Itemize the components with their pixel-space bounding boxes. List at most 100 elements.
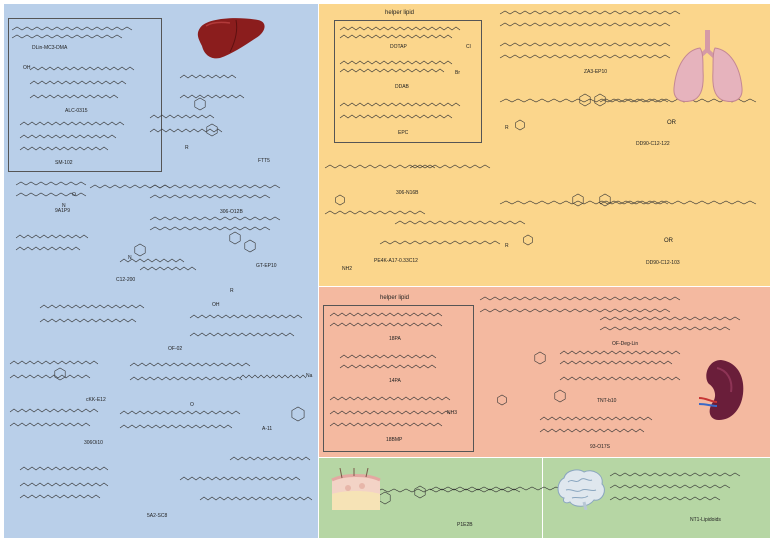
ring-99: [534, 351, 546, 365]
label-18bmp: 18BMP: [386, 437, 403, 443]
alkyl-chain-69: [479, 308, 671, 313]
ring-86: [579, 93, 591, 107]
alkyl-chain-15: [149, 184, 281, 189]
label-14pa: 14PA: [389, 378, 401, 384]
alkyl-chain-58: [379, 240, 501, 245]
alkyl-chain-39: [179, 476, 301, 481]
label-5a2-sc8: 5A2-SC8: [147, 513, 168, 519]
spleen-helper-lipid-box: [323, 305, 474, 452]
alkyl-chain-36: [19, 466, 109, 471]
alkyl-chain-76: [539, 428, 645, 433]
ring-88: [515, 119, 525, 131]
label-306-n16b: 306-N16B: [396, 190, 419, 196]
alkyl-chain-1: [11, 34, 123, 39]
alkyl-chain-80: [609, 484, 731, 489]
alkyl-chain-81: [609, 496, 721, 501]
alkyl-chain-73: [559, 360, 673, 365]
label-tnt-b10: TNT-b10: [597, 398, 617, 404]
alkyl-chain-68: [479, 296, 681, 301]
alkyl-chain-27: [9, 360, 99, 365]
alkyl-chain-78: [429, 486, 563, 491]
label-nt1-lipidoids: NT1-Lipidoids: [690, 517, 721, 523]
alkyl-chain-9: [179, 94, 245, 99]
label-of-deg-lin: OF-Deg-Lin: [612, 341, 639, 347]
brain-icon: [557, 469, 605, 510]
alkyl-chain-50: [499, 42, 671, 47]
atom-n-1: N: [62, 203, 66, 209]
label-pe4k-a17-0-33c12: PE4K-A17-0.33C12: [374, 258, 418, 264]
ring-90: [599, 193, 611, 207]
alkyl-chain-49: [499, 22, 671, 27]
alkyl-chain-3: [29, 80, 127, 85]
alkyl-chain-47: [339, 114, 453, 119]
label-dd90-c12-122: DD90-C12-122: [636, 141, 670, 147]
atom-r-1: R: [185, 145, 189, 151]
alkyl-chain-32: [9, 408, 99, 413]
alkyl-chain-43: [339, 34, 453, 39]
label-alc-0315: ALC-0315: [65, 108, 88, 114]
atom-o-2: O: [190, 402, 194, 408]
alkyl-chain-71: [599, 326, 731, 331]
label-a-11: A-11: [262, 426, 273, 432]
atom-na: Na: [306, 373, 313, 379]
alkyl-chain-63: [339, 354, 437, 359]
ring-98: [54, 367, 66, 381]
alkyl-chain-38: [19, 494, 101, 499]
alkyl-chain-18: [149, 226, 271, 231]
alkyl-chain-30: [129, 376, 243, 381]
alkyl-chain-41: [229, 456, 311, 461]
label-of-02: OF-02: [168, 346, 183, 352]
spleen-icon: [698, 360, 744, 420]
alkyl-chain-62: [329, 322, 443, 327]
alkyl-chain-25: [189, 314, 303, 319]
lung-icon: [673, 30, 743, 102]
atom-nh3: NH3: [447, 410, 458, 416]
alkyl-chain-22: [139, 266, 197, 271]
skin-icon: [331, 468, 381, 510]
spleen-panel: [319, 287, 770, 457]
label-za3-ep10: ZA3-EP10: [584, 69, 608, 75]
alkyl-chain-29: [129, 362, 251, 367]
atom-o-1: O: [72, 192, 76, 198]
atom-n-2: N: [128, 255, 132, 261]
alkyl-chain-54: [324, 164, 436, 169]
label-306oi10: 306Oi10: [84, 440, 103, 446]
ring-92: [291, 406, 305, 422]
label-ftt5: FTT5: [258, 158, 270, 164]
alkyl-chain-13: [15, 192, 87, 197]
label-dlin-mc3-dma: DLin-MC3-DMA: [32, 45, 68, 51]
alkyl-chain-66: [329, 410, 451, 415]
alkyl-chain-23: [39, 304, 145, 309]
label-gt-ep10: GT-EP10: [256, 263, 277, 269]
alkyl-chain-70: [599, 316, 741, 321]
alkyl-chain-61: [329, 312, 443, 317]
ring-93: [414, 485, 426, 499]
alkyl-chain-55: [409, 164, 491, 169]
ring-101: [335, 194, 345, 206]
label-93-o17s: 93-O17S: [590, 444, 611, 450]
atom-cl: Cl: [466, 44, 471, 50]
label-p1e2b: P1E2B: [457, 522, 473, 528]
atom-oh-2: OH: [212, 302, 220, 308]
label-c12-200: C12-200: [116, 277, 136, 283]
alkyl-chain-46: [339, 102, 461, 107]
alkyl-chain-72: [559, 350, 681, 355]
alkyl-chain-24: [39, 318, 137, 323]
alkyl-chain-57: [394, 220, 526, 225]
liver-icon: [197, 18, 265, 59]
ring-89: [572, 193, 584, 207]
label-epc: EPC: [398, 130, 409, 136]
label-18pa: 18PA: [389, 336, 401, 342]
atom-br: Br: [455, 70, 460, 76]
alkyl-chain-4: [29, 94, 119, 99]
lung-helper-lipid-title: helper lipid: [385, 10, 415, 16]
lung-helper-lipid-box: [334, 20, 482, 143]
alkyl-chain-6: [19, 134, 117, 139]
alkyl-chain-51: [499, 54, 671, 59]
alkyl-chain-33: [9, 422, 91, 427]
alkyl-chain-17: [149, 216, 281, 221]
alkyl-chain-31: [239, 374, 307, 379]
alkyl-chain-65: [329, 396, 451, 401]
alkyl-chain-40: [199, 496, 313, 501]
ring-87: [594, 93, 606, 107]
